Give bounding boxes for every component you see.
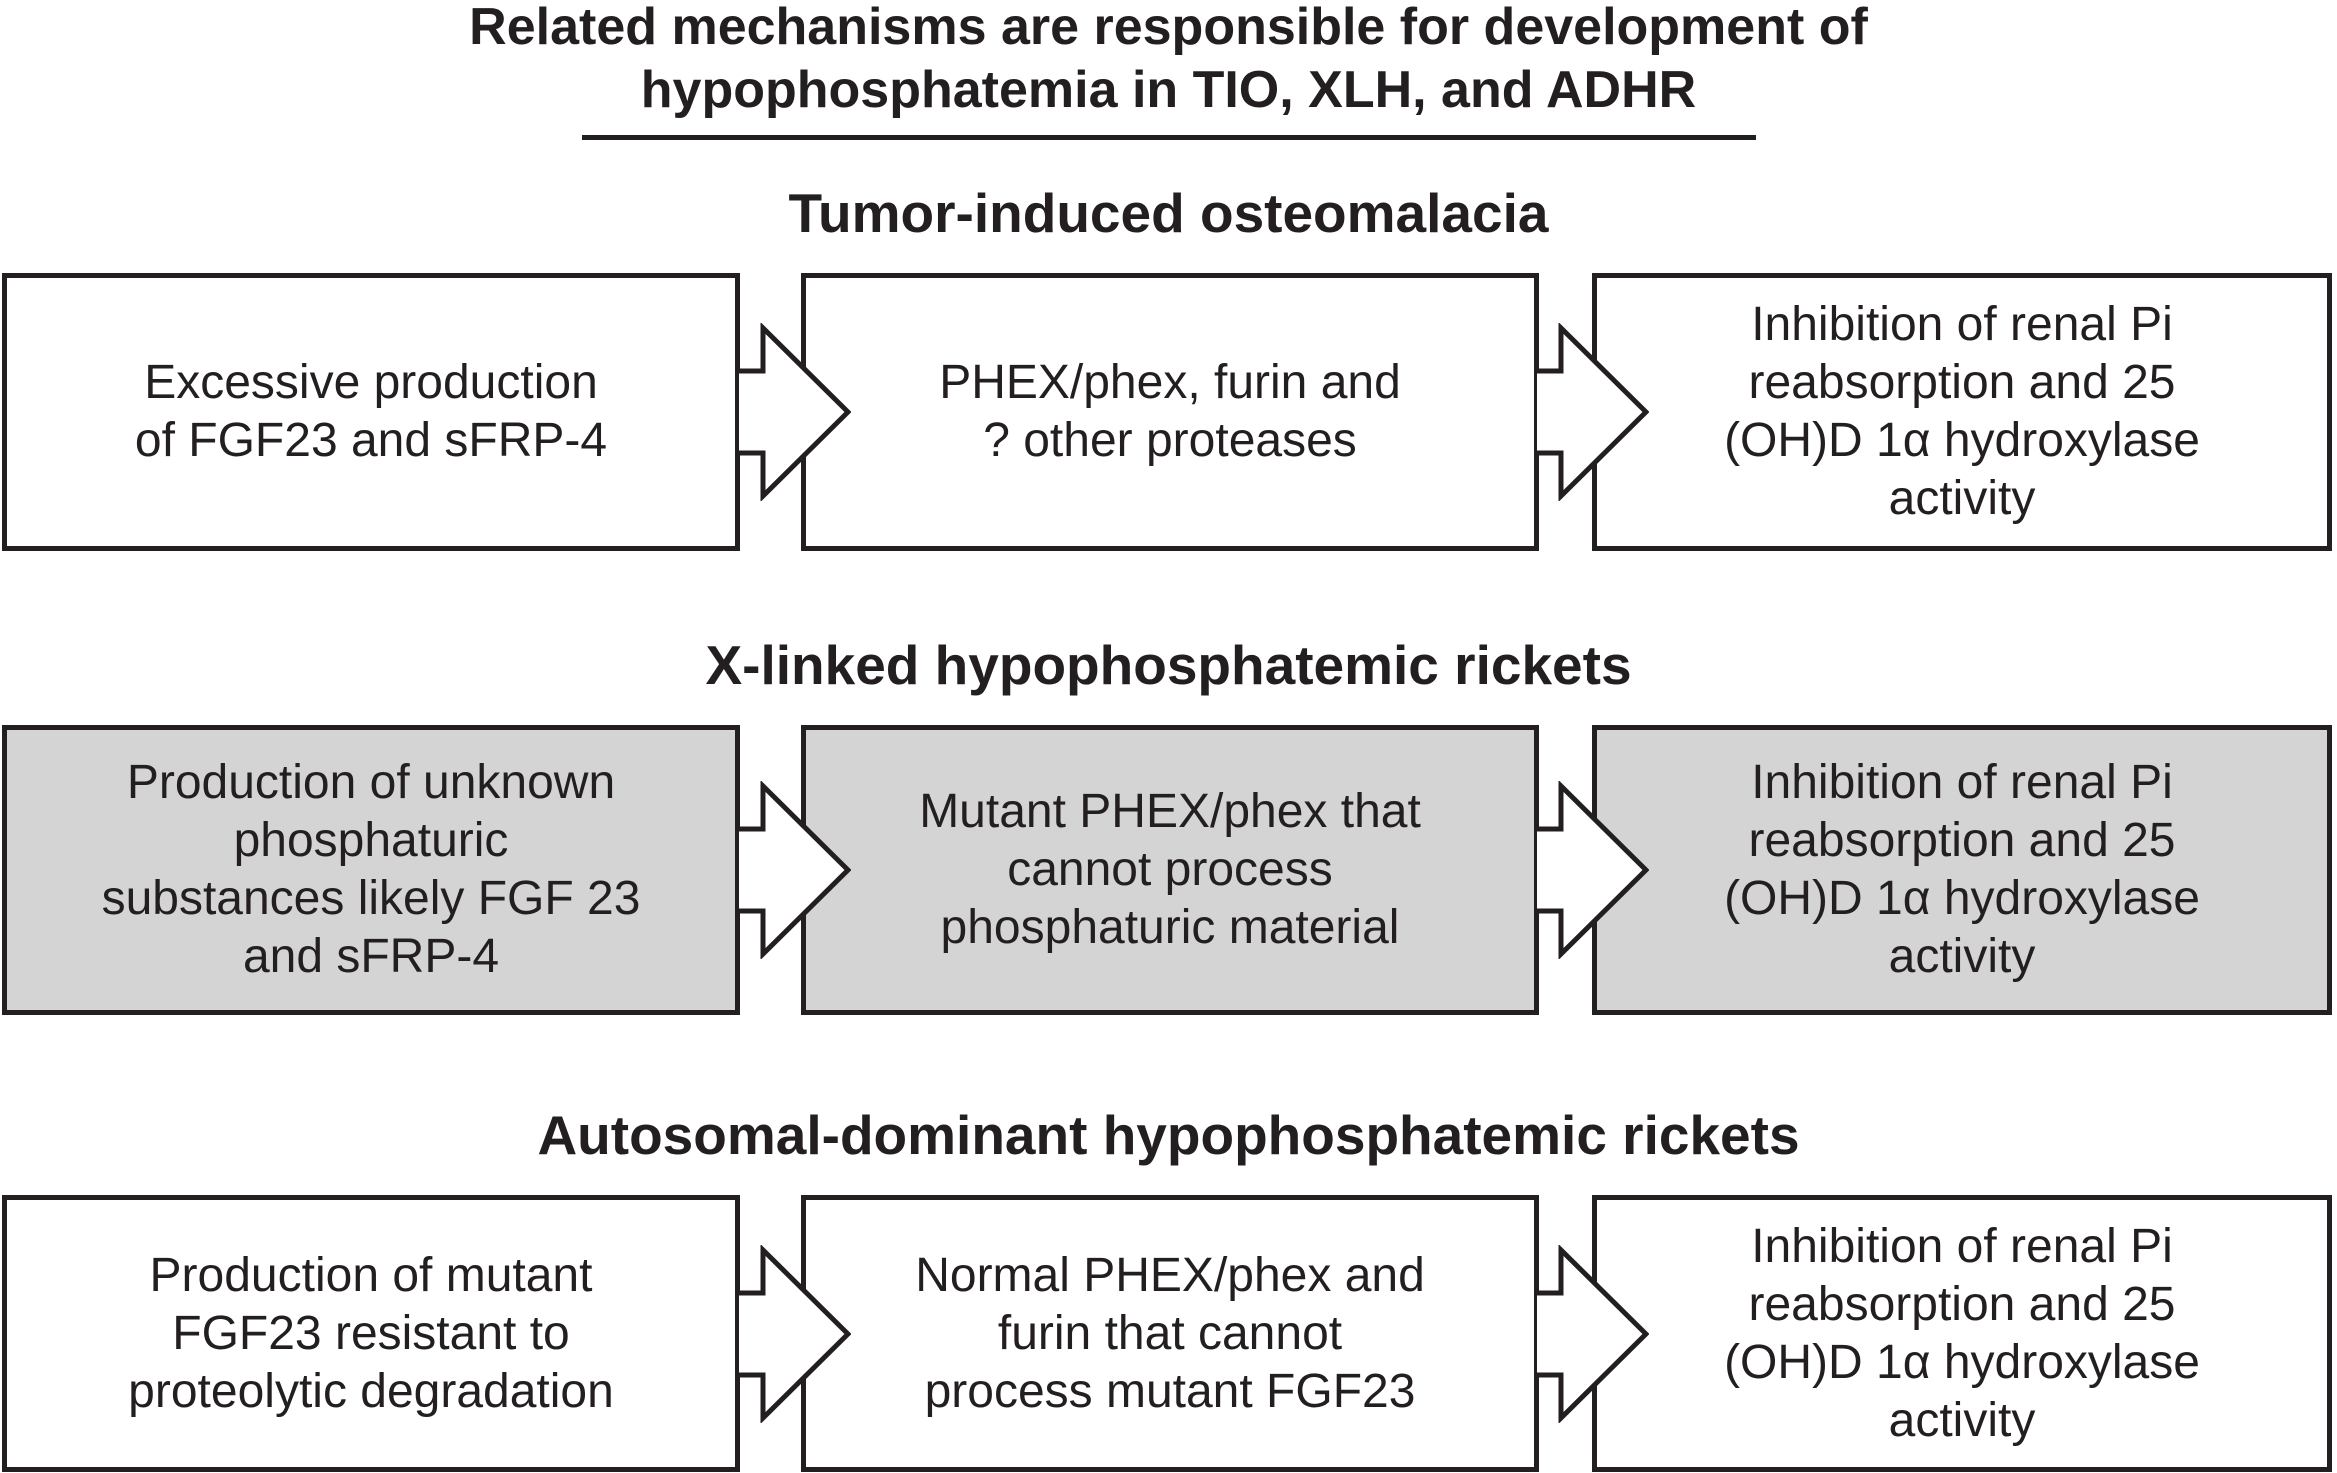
flow-row-adhr: Production of mutant FGF23 resistant to … — [0, 1195, 2337, 1472]
title-line-1: Related mechanisms are responsible for d… — [469, 0, 1868, 56]
right-arrow-icon — [739, 781, 851, 959]
section-heading-tio: Tumor-induced osteomalacia — [788, 182, 1549, 244]
flow-box-adhr-mechanism: Normal PHEX/phex and furin that cannot p… — [801, 1195, 1539, 1472]
section-heading-xlh: X-linked hypophosphatemic rickets — [705, 634, 1632, 696]
right-arrow-icon — [1537, 323, 1649, 501]
flow-box-tio-effect: Inhibition of renal Pi reabsorption and … — [1592, 273, 2332, 551]
diagram-title: Related mechanisms are responsible for d… — [0, 0, 2337, 122]
flow-box-xlh-mechanism: Mutant PHEX/phex that cannot process pho… — [801, 725, 1539, 1015]
flow-row-tio: Excessive production of FGF23 and sFRP-4… — [0, 273, 2337, 551]
flow-box-tio-cause: Excessive production of FGF23 and sFRP-4 — [2, 273, 740, 551]
title-line-2: hypophosphatemia in TIO, XLH, and ADHR — [640, 61, 1697, 119]
flow-box-xlh-cause: Production of unknown phosphaturic subst… — [2, 725, 740, 1015]
right-arrow-icon — [1537, 1245, 1649, 1423]
right-arrow-icon — [739, 323, 851, 501]
section-heading-adhr: Autosomal-dominant hypophosphatemic rick… — [537, 1104, 1800, 1166]
flow-box-adhr-effect: Inhibition of renal Pi reabsorption and … — [1592, 1195, 2332, 1472]
title-underline — [581, 135, 1756, 140]
flow-row-xlh: Production of unknown phosphaturic subst… — [0, 725, 2337, 1015]
flow-box-xlh-effect: Inhibition of renal Pi reabsorption and … — [1592, 725, 2332, 1015]
right-arrow-icon — [739, 1245, 851, 1423]
flow-box-adhr-cause: Production of mutant FGF23 resistant to … — [2, 1195, 740, 1472]
right-arrow-icon — [1537, 781, 1649, 959]
flow-box-tio-mechanism: PHEX/phex, furin and ? other proteases — [801, 273, 1539, 551]
